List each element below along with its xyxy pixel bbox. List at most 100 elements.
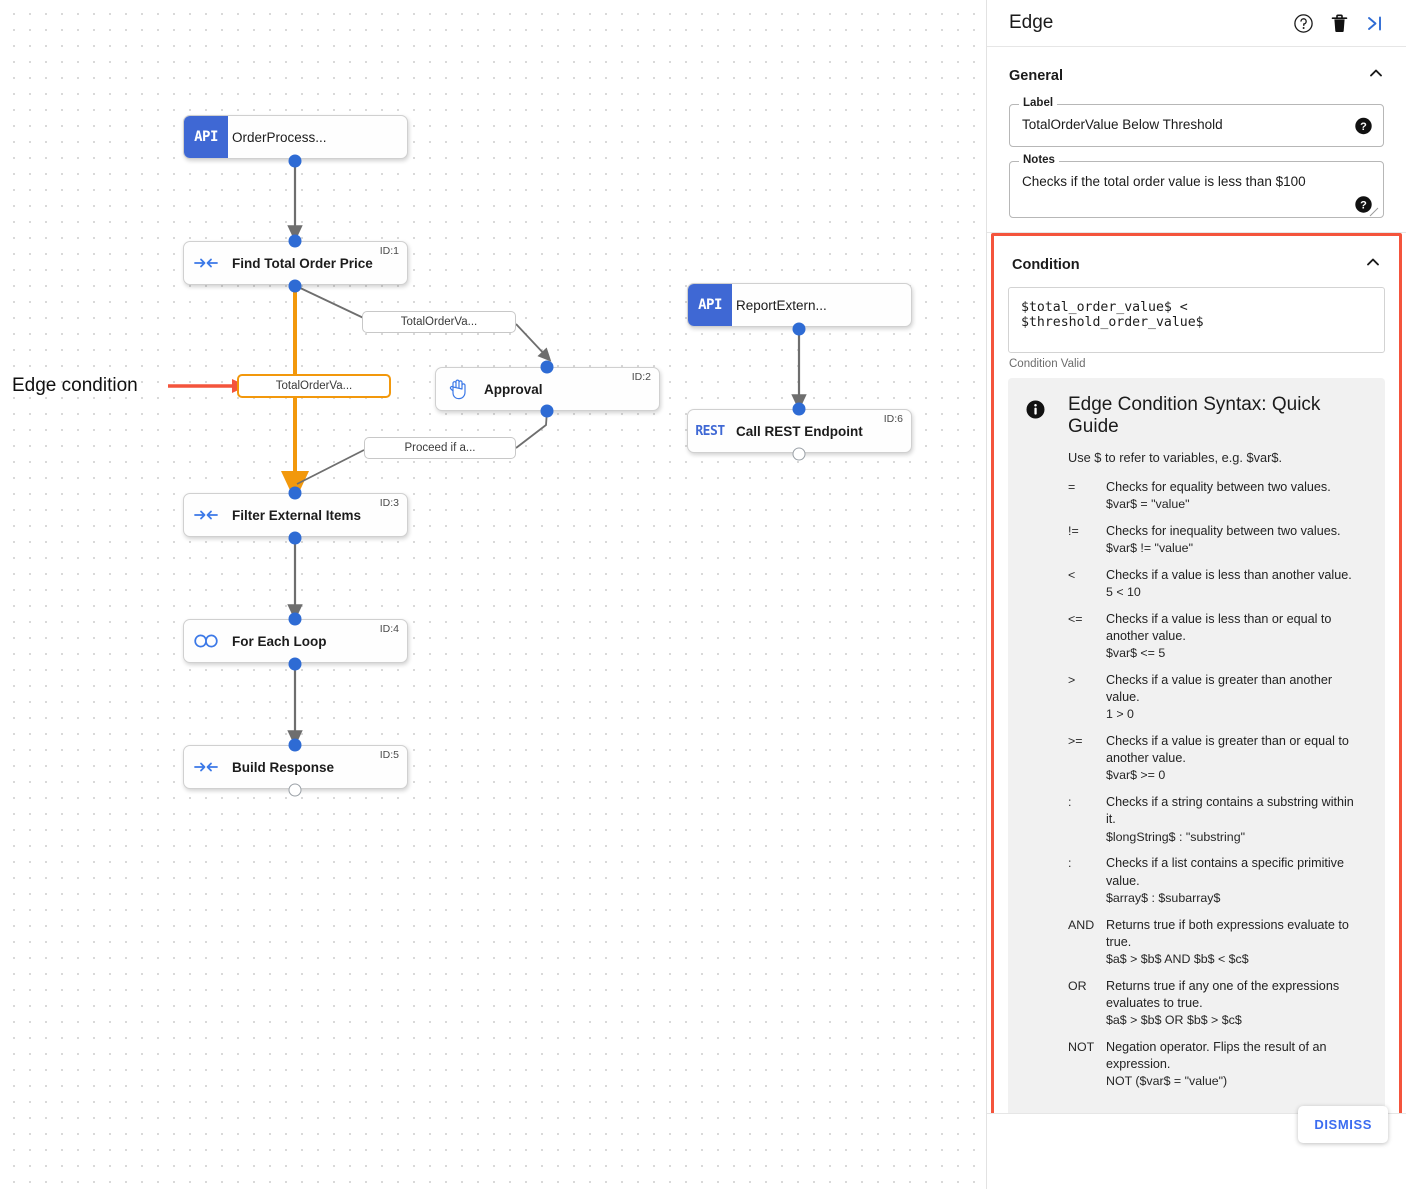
api-badge-icon: API <box>688 284 732 326</box>
operator-row: OR Returns true if any one of the express… <box>1068 978 1367 1029</box>
node-build-response[interactable]: Build Response ID:5 <box>183 745 408 789</box>
condition-section-title: Condition <box>1012 256 1080 273</box>
node-id-badge: ID:3 <box>379 497 399 509</box>
collapse-right-icon[interactable] <box>1365 14 1386 33</box>
node-id-badge: ID:4 <box>379 623 399 635</box>
node-title: Build Response <box>232 759 335 775</box>
operator-list: =Checks for equality between two values.… <box>1068 479 1367 1090</box>
node-filter-external-items[interactable]: Filter External Items ID:3 <box>183 493 408 537</box>
condition-section: Condition $total_order_value$ < $thresho… <box>991 233 1402 1133</box>
edge-label-selected-condition[interactable]: TotalOrderVa... <box>237 374 391 398</box>
help-filled-icon[interactable]: ? <box>1355 196 1372 213</box>
chevron-up-icon[interactable] <box>1365 254 1381 275</box>
node-title: For Each Loop <box>232 633 327 649</box>
dismiss-button[interactable]: DISMISS <box>1298 1106 1388 1143</box>
operator-symbol: OR <box>1068 978 1087 993</box>
operator-row: > Checks if a value is greater than anoth… <box>1068 672 1367 723</box>
merge-arrows-icon <box>184 494 228 536</box>
edge-label-proceed[interactable]: Proceed if a... <box>364 437 516 459</box>
node-port-in[interactable] <box>288 486 302 500</box>
node-reportextern[interactable]: API ReportExtern... <box>687 283 912 327</box>
info-icon <box>1026 394 1068 1100</box>
help-circle-icon[interactable] <box>1293 13 1314 34</box>
operator-symbol: > <box>1068 673 1076 688</box>
operator-symbol: >= <box>1068 734 1083 749</box>
label-field-legend: Label <box>1019 97 1058 109</box>
condition-expression-input[interactable]: $total_order_value$ < $threshold_order_v… <box>1008 287 1385 353</box>
node-port-out[interactable] <box>288 531 302 545</box>
node-port-in[interactable] <box>288 612 302 626</box>
help-filled-icon[interactable]: ? <box>1355 117 1372 134</box>
operator-symbol: < <box>1068 567 1076 582</box>
node-id-badge: ID:6 <box>883 413 903 425</box>
node-port-in[interactable] <box>792 402 806 416</box>
rest-badge-label: REST <box>695 423 725 439</box>
general-section-header[interactable]: General <box>1001 47 1392 96</box>
operator-row: <= Checks if a value is less than or equa… <box>1068 611 1367 662</box>
edge-properties-panel: Edge <box>986 0 1406 1189</box>
operator-row: >=Checks if a value is greater than or e… <box>1068 733 1367 784</box>
operator-row: NOT Negation operator. Flips the result o… <box>1068 1039 1367 1090</box>
resize-grip-icon[interactable] <box>1369 204 1379 217</box>
label-field[interactable]: Label TotalOrderValue Below Threshold ? <box>1009 97 1384 147</box>
operator-row: !=Checks for inequality between two valu… <box>1068 523 1367 557</box>
operator-description: Checks if a value is less than or equal … <box>1106 611 1332 644</box>
operator-description: Checks for inequality between two values… <box>1106 523 1341 538</box>
node-port-out[interactable] <box>288 154 302 168</box>
operator-description: Checks if a string contains a substring … <box>1106 795 1354 827</box>
merge-arrows-icon <box>184 746 228 788</box>
svg-text:?: ? <box>1360 199 1367 211</box>
edge-label-to-approval[interactable]: TotalOrderVa... <box>362 311 516 333</box>
operator-row: =Checks for equality between two values.… <box>1068 479 1367 513</box>
chevron-up-icon[interactable] <box>1368 65 1384 86</box>
node-id-badge: ID:5 <box>379 749 399 761</box>
node-call-rest-endpoint[interactable]: REST Call REST Endpoint ID:6 <box>687 409 912 453</box>
node-port-out[interactable] <box>288 279 302 293</box>
operator-symbol: NOT <box>1068 1039 1095 1054</box>
edge-condition-annotation: Edge condition <box>12 375 138 396</box>
operator-row: :Checks if a list contains a specific pr… <box>1068 855 1367 906</box>
node-title: ReportExtern... <box>736 297 827 313</box>
operator-description: Checks if a value is greater than anothe… <box>1106 673 1333 705</box>
node-port-out[interactable] <box>288 657 302 671</box>
node-port-in[interactable] <box>288 738 302 752</box>
notes-field[interactable]: Notes Checks if the total order value is… <box>1009 154 1384 218</box>
node-port-in[interactable] <box>288 234 302 248</box>
node-port-out[interactable] <box>792 322 806 336</box>
flow-canvas[interactable]: Edge condition API OrderProcess... Find … <box>0 0 986 1189</box>
svg-text:?: ? <box>1360 120 1367 132</box>
node-id-badge: ID:2 <box>631 371 651 383</box>
notes-field-value[interactable]: Checks if the total order value is less … <box>1022 174 1306 189</box>
label-field-value[interactable]: TotalOrderValue Below Threshold <box>1022 117 1223 132</box>
operator-example: $var$ <= 5 <box>1106 646 1166 661</box>
operator-description: Checks if a value is less than another v… <box>1106 567 1352 582</box>
node-id-badge: ID:1 <box>379 245 399 257</box>
operator-example: $a$ > $b$ OR $b$ > $c$ <box>1106 1012 1242 1027</box>
condition-section-header[interactable]: Condition <box>1004 236 1389 285</box>
operator-example: $longString$ : "substring" <box>1106 829 1245 844</box>
operator-row: < Checks if a value is less than another … <box>1068 567 1367 601</box>
hand-icon <box>436 368 480 410</box>
node-port-out-empty[interactable] <box>288 783 302 797</box>
node-port-in[interactable] <box>540 360 554 374</box>
node-port-out[interactable] <box>540 404 554 418</box>
node-title: OrderProcess... <box>232 129 327 145</box>
node-find-total-order-price[interactable]: Find Total Order Price ID:1 <box>183 241 408 285</box>
operator-description: Checks for equality between two values. <box>1106 480 1331 494</box>
operator-symbol: : <box>1068 856 1072 871</box>
node-orderprocess[interactable]: API OrderProcess... <box>183 115 408 159</box>
trash-icon[interactable] <box>1330 13 1349 34</box>
operator-description: Returns true if any one of the expressio… <box>1106 978 1340 1010</box>
node-approval[interactable]: Approval ID:2 <box>435 367 660 411</box>
condition-syntax-guide: Edge Condition Syntax: Quick Guide Use $… <box>1008 378 1385 1122</box>
operator-description: Negation operator. Flips the result of a… <box>1106 1039 1327 1071</box>
panel-title: Edge <box>1009 12 1054 33</box>
general-section-title: General <box>1009 67 1063 84</box>
operator-symbol: AND <box>1068 917 1095 932</box>
node-for-each-loop[interactable]: For Each Loop ID:4 <box>183 619 408 663</box>
operator-symbol: <= <box>1068 611 1083 626</box>
operator-example: $var$ >= 0 <box>1106 768 1166 783</box>
node-port-out-empty[interactable] <box>792 447 806 461</box>
